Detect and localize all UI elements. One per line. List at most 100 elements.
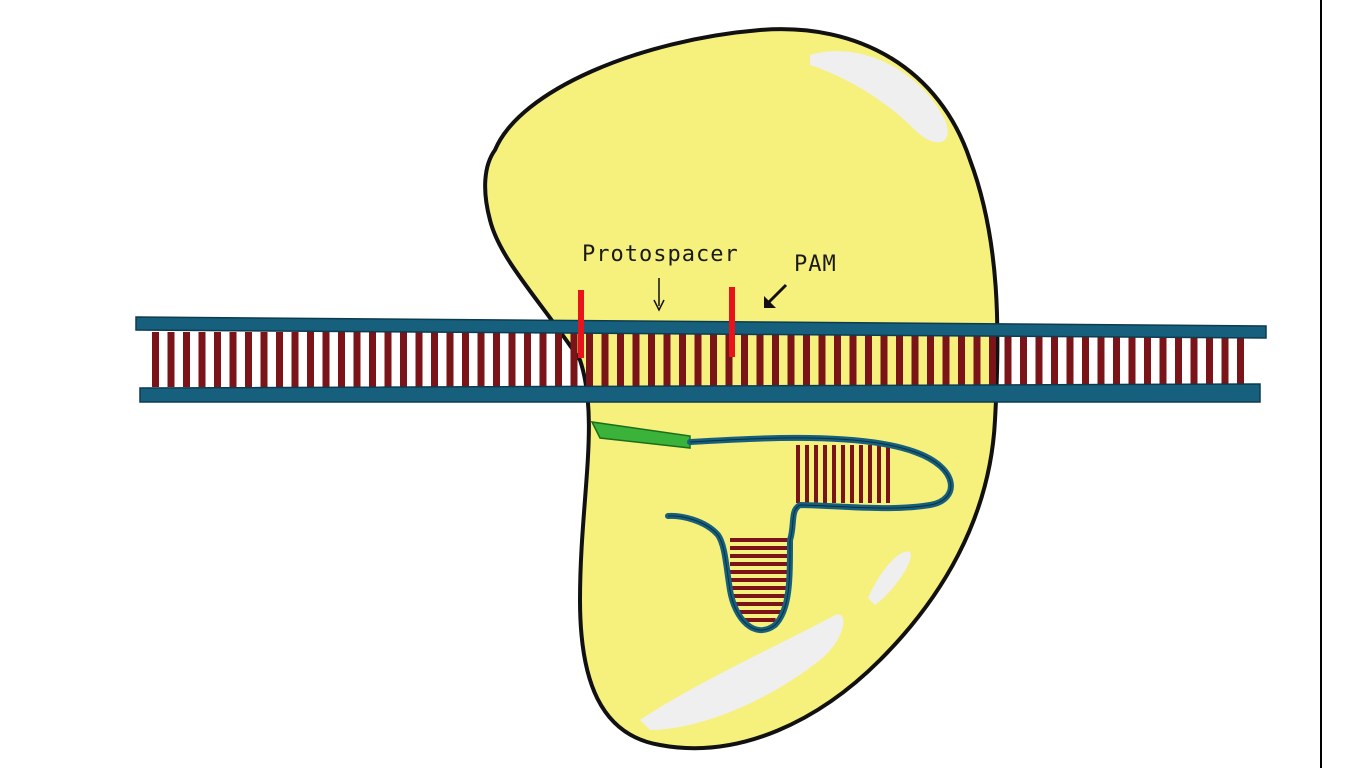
base-pair: [756, 332, 764, 387]
base-pair: [1066, 332, 1074, 387]
base-pair: [834, 332, 841, 387]
rna-base-pair: [877, 445, 881, 503]
base-pair: [508, 332, 516, 387]
protospacer-label: Protospacer: [582, 242, 739, 267]
frame-edge: [1320, 0, 1322, 768]
base-pair: [880, 332, 888, 387]
base-pair: [787, 332, 795, 387]
base-pair: [167, 332, 175, 387]
base-pair: [663, 332, 671, 387]
rna-base-pair: [730, 586, 790, 590]
guide-rna-scaffold: [665, 434, 954, 633]
base-pair: [710, 332, 717, 387]
base-pair: [322, 332, 330, 387]
base-pair: [1159, 332, 1167, 387]
base-pair: [648, 332, 655, 387]
rna-base-pair: [832, 445, 836, 503]
base-pair: [524, 332, 531, 387]
base-pair: [1206, 332, 1213, 387]
base-pair: [1221, 332, 1229, 387]
rna-base-pair: [730, 594, 790, 598]
base-pair: [462, 332, 469, 387]
base-pair: [415, 332, 423, 387]
base-pair: [958, 332, 965, 387]
base-pair: [1051, 332, 1058, 387]
guide-rna-seed: [590, 421, 691, 449]
base-pair: [183, 332, 190, 387]
rna-base-pair: [868, 445, 872, 503]
base-pair: [803, 332, 810, 387]
base-pair: [260, 332, 268, 387]
rna-base-pair: [730, 554, 790, 558]
rna-base-pair: [814, 445, 818, 503]
base-pair: [477, 332, 485, 387]
rna-stem-loop-2-pairs: [730, 538, 790, 622]
rna-base-pair: [731, 602, 789, 606]
rna-stem-loop-1-pairs: [796, 445, 890, 503]
base-pair: [911, 332, 919, 387]
base-pair: [601, 332, 609, 387]
base-pair: [539, 332, 547, 387]
base-pair: [229, 332, 237, 387]
base-pair: [570, 332, 578, 387]
base-pair: [1082, 332, 1089, 387]
protein-highlight-top: [810, 51, 948, 143]
base-pair: [989, 332, 996, 387]
rna-base-pair: [730, 562, 790, 566]
rna-base-pair: [730, 570, 790, 574]
base-pair: [1128, 332, 1136, 387]
base-pair: [865, 332, 872, 387]
base-pair: [632, 332, 640, 387]
rna-base-pair: [886, 445, 890, 503]
rna-base-pair: [805, 445, 809, 503]
base-pair: [1237, 332, 1244, 387]
cut-mark-right: [729, 287, 735, 357]
base-pair: [818, 332, 826, 387]
base-pair: [384, 332, 392, 387]
pam-label: PAM: [794, 252, 837, 277]
base-pair: [927, 332, 934, 387]
base-pair: [555, 332, 562, 387]
base-pair: [1097, 332, 1105, 387]
base-pair: [276, 332, 283, 387]
protein-highlight-side: [868, 551, 911, 605]
protospacer-arrow-icon: [653, 278, 665, 312]
dna-double-strand: [135, 316, 1267, 403]
base-pair: [369, 332, 376, 387]
base-pair: [1144, 332, 1151, 387]
rna-base-pair: [738, 610, 782, 614]
base-pair: [245, 332, 252, 387]
base-pair: [725, 332, 733, 387]
rna-base-pair: [823, 445, 827, 503]
rna-base-pair: [850, 445, 854, 503]
rna-base-pair: [859, 445, 863, 503]
base-pair: [1113, 332, 1120, 387]
base-pair: [446, 332, 454, 387]
base-pair: [214, 332, 221, 387]
rna-base-pair: [730, 546, 790, 550]
base-pair: [679, 332, 686, 387]
rna-base-pair: [730, 538, 790, 542]
base-pair: [400, 332, 407, 387]
base-pair: [896, 332, 903, 387]
base-pair: [1004, 332, 1012, 387]
base-pair: [338, 332, 345, 387]
rna-base-pair: [744, 618, 776, 622]
base-pair: [431, 332, 438, 387]
base-pair: [741, 332, 748, 387]
base-pair: [849, 332, 857, 387]
pam-arrow-icon: [764, 283, 788, 308]
base-pair: [198, 332, 206, 387]
rna-base-pair: [796, 445, 800, 503]
dna-top-strand: [135, 316, 1267, 339]
base-pair: [307, 332, 314, 387]
base-pair: [772, 332, 779, 387]
base-pair: [942, 332, 950, 387]
base-pair: [291, 332, 299, 387]
base-pair: [152, 332, 159, 387]
base-pair: [1190, 332, 1198, 387]
base-pair: [694, 332, 702, 387]
dna-bottom-strand: [139, 383, 1261, 403]
base-pair: [1020, 332, 1027, 387]
